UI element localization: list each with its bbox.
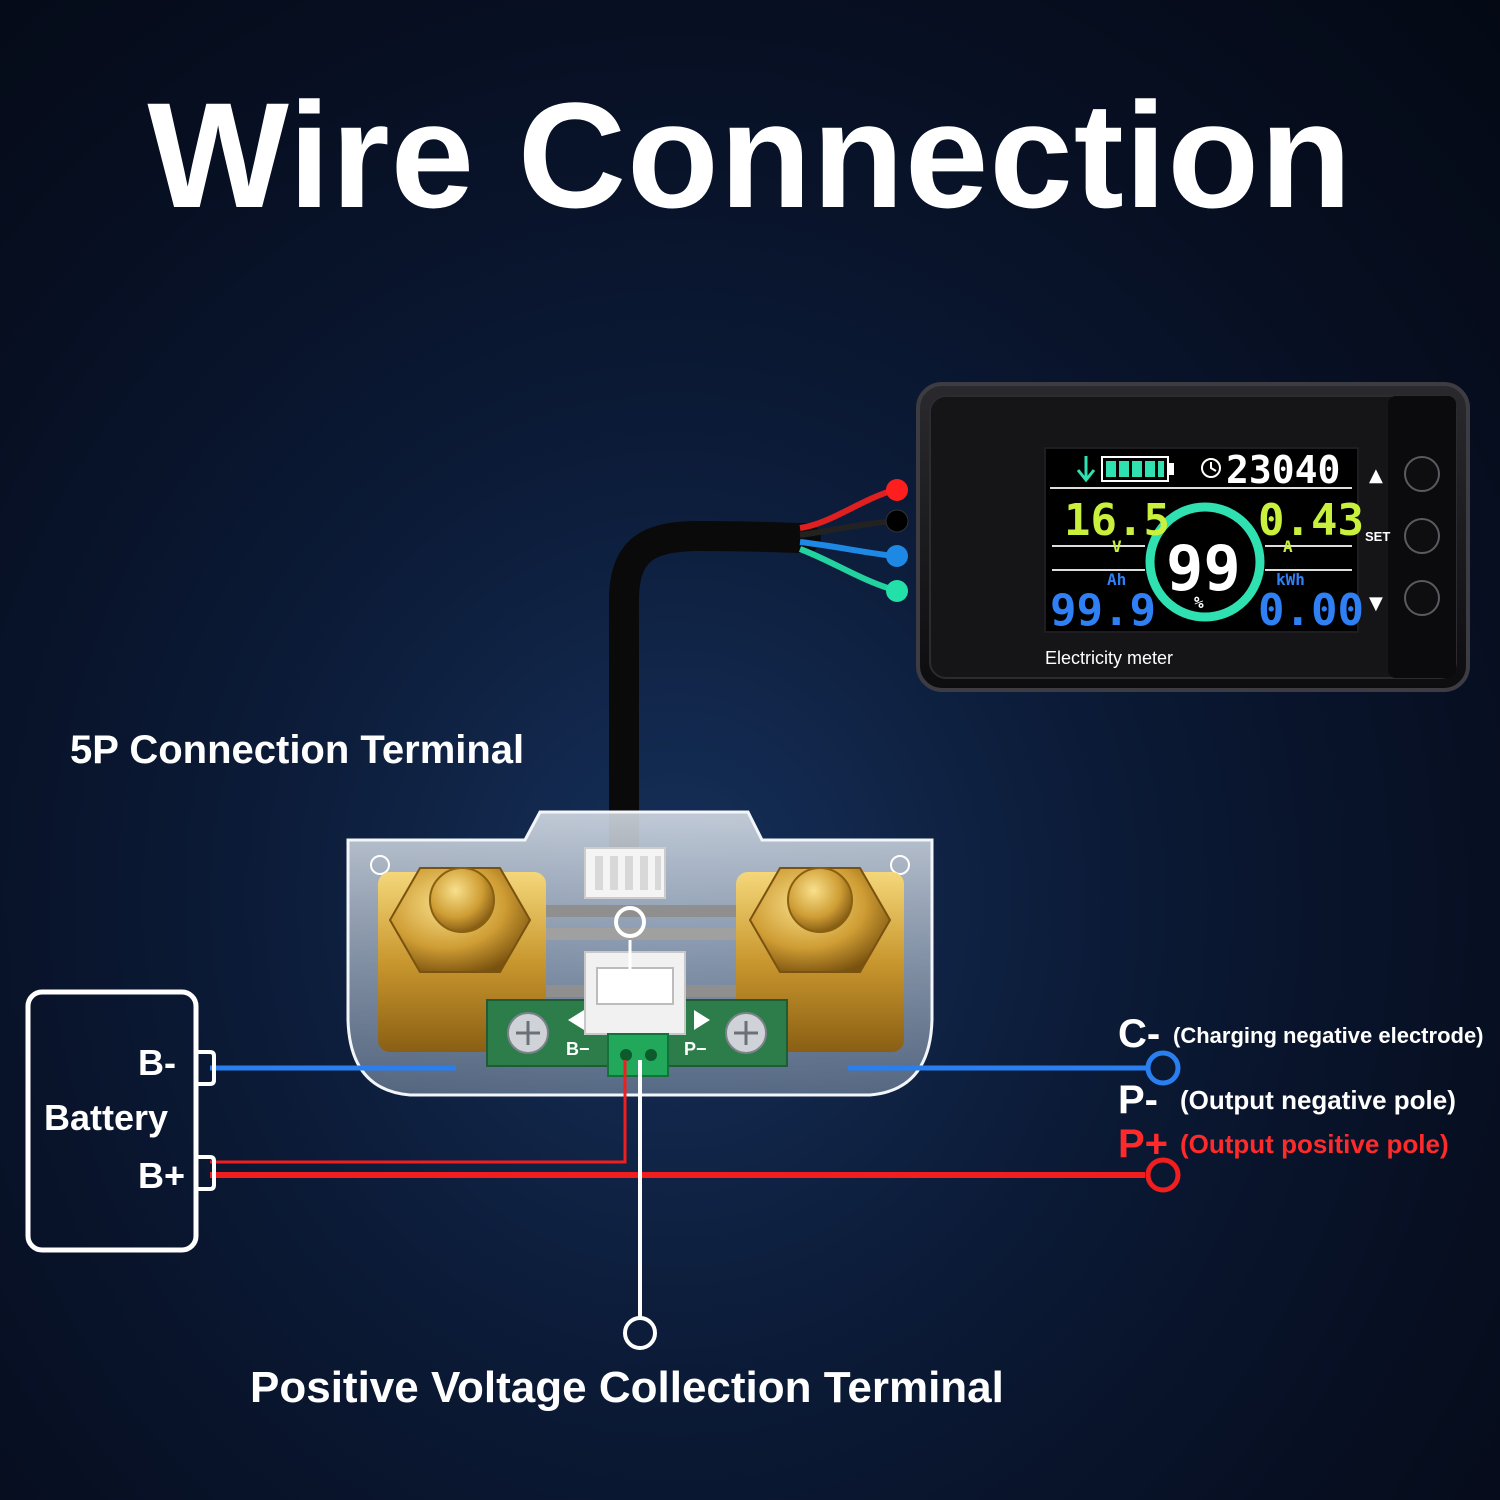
p-minus-desc: (Output negative pole) bbox=[1180, 1085, 1456, 1115]
energy-readout: 0.00 bbox=[1258, 585, 1364, 636]
red-wire-end bbox=[886, 479, 908, 501]
c-minus-code: C- bbox=[1118, 1012, 1161, 1056]
5p-callout-marker bbox=[614, 906, 646, 938]
5p-terminal-label: 5P Connection Terminal bbox=[70, 728, 525, 772]
electricity-meter: 23040 16.5 V 0.43 A 99 % Ah 99.9 kWh 0.0… bbox=[916, 382, 1470, 692]
energy-unit: kWh bbox=[1276, 570, 1305, 589]
lcd-screen bbox=[1044, 447, 1359, 633]
battery-box bbox=[25, 989, 216, 1253]
current-unit: A bbox=[1283, 537, 1293, 556]
set-button[interactable] bbox=[1404, 518, 1440, 554]
black-wire-end bbox=[885, 509, 909, 533]
battery-label: Battery bbox=[44, 1097, 169, 1138]
pcb-b-minus-label: B− bbox=[566, 1039, 590, 1059]
down-button[interactable] bbox=[1404, 580, 1440, 616]
percent-readout: 99 bbox=[1166, 532, 1241, 605]
p-plus-terminal bbox=[1145, 1157, 1181, 1193]
percent-ring bbox=[1145, 502, 1265, 622]
5p-connector bbox=[584, 847, 666, 899]
c-minus-terminal bbox=[1145, 1050, 1181, 1086]
meter-caption: Electricity meter bbox=[1045, 648, 1173, 668]
blue-wire-end bbox=[886, 545, 908, 567]
p-plus-code: P+ bbox=[1118, 1122, 1169, 1166]
up-button[interactable] bbox=[1404, 456, 1440, 492]
wires bbox=[210, 906, 1181, 1350]
signal-cable bbox=[609, 479, 909, 875]
green-wire-end bbox=[886, 580, 908, 602]
voltage-readout: 16.5 bbox=[1064, 495, 1170, 546]
charge-arrow-icon bbox=[1076, 456, 1096, 483]
battery-b-minus-label: B- bbox=[138, 1042, 176, 1083]
voltage-unit: V bbox=[1112, 537, 1122, 556]
p-minus-code: P- bbox=[1118, 1078, 1158, 1122]
up-arrow-icon: ▲ bbox=[1369, 465, 1383, 486]
capacity-unit: Ah bbox=[1107, 570, 1126, 589]
time-readout: 23040 bbox=[1226, 448, 1340, 492]
set-label: SET bbox=[1365, 529, 1390, 544]
shunt-assembly: B− P− bbox=[346, 810, 934, 1097]
battery-b-plus-label: B+ bbox=[138, 1155, 186, 1196]
pcb-p-minus-label: P− bbox=[684, 1039, 707, 1059]
battery-icon bbox=[1101, 456, 1174, 482]
current-readout: 0.43 bbox=[1258, 495, 1364, 546]
page-title: Wire Connection bbox=[147, 71, 1353, 239]
capacity-readout: 99.9 bbox=[1050, 585, 1156, 636]
clock-icon bbox=[1201, 458, 1221, 478]
percent-unit: % bbox=[1194, 593, 1204, 612]
c-minus-desc: (Charging negative electrode) bbox=[1173, 1023, 1484, 1048]
positive-voltage-label: Positive Voltage Collection Terminal bbox=[250, 1363, 1004, 1412]
p-plus-desc: (Output positive pole) bbox=[1180, 1129, 1449, 1159]
down-arrow-icon: ▼ bbox=[1369, 593, 1383, 614]
voltage-callout-marker bbox=[623, 1316, 657, 1350]
